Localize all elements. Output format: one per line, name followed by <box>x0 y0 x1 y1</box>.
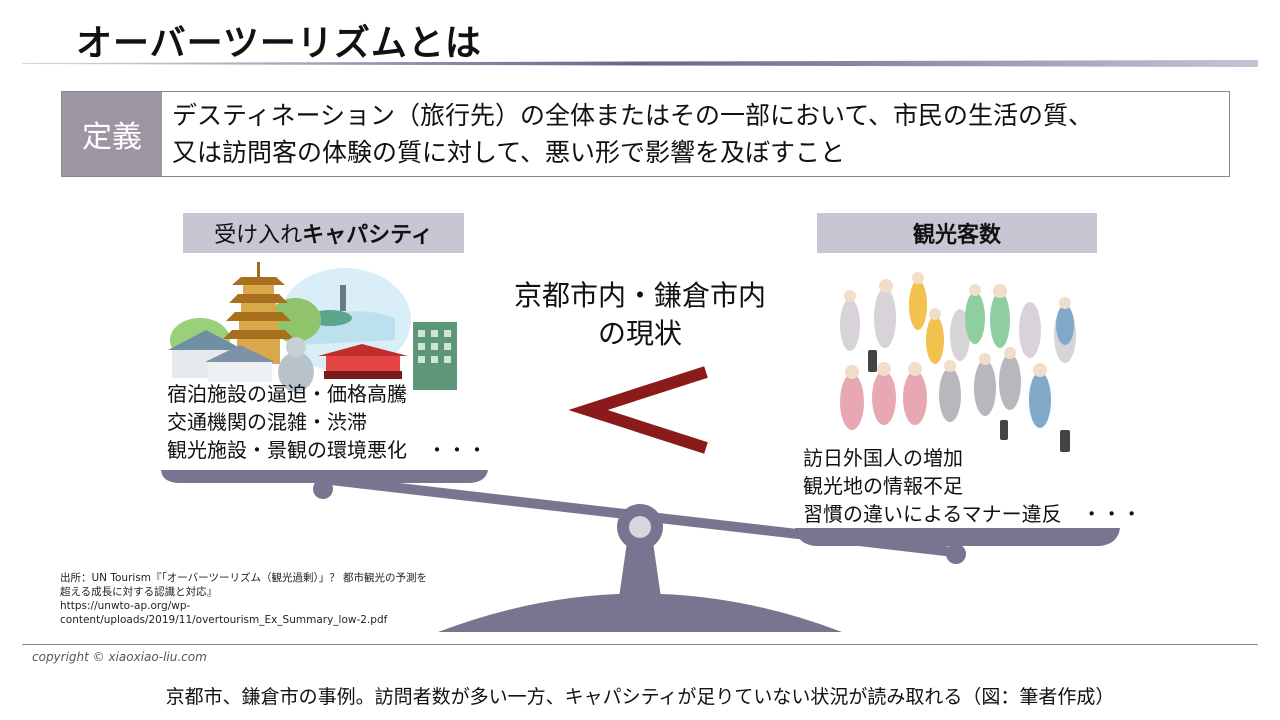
definition-text: デスティネーション（旅行先）の全体またはその一部において、市民の生活の質、 又は… <box>172 97 1093 171</box>
definition-label: 定義 <box>62 92 162 176</box>
definition-line-2: 又は訪問客の体験の質に対して、悪い形で影響を及ぼすこと <box>172 138 846 167</box>
list-item: 訪日外国人の増加 <box>803 446 963 470</box>
source-line: 出所：UN Tourism『「オーバーツーリズム（観光過剰）」？ 都市観光の予測… <box>60 572 428 584</box>
capacity-tag: 受け入れキャパシティ <box>183 213 464 253</box>
capacity-issues-list: 宿泊施設の逼迫・価格高騰 交通機関の混雑・渋滞 観光施設・景観の環境悪化 ・・・ <box>167 380 487 464</box>
capacity-tag-prefix: 受け入れ <box>214 223 303 248</box>
current-situation-line-1: 京都市内・鎌倉市内 <box>513 279 766 312</box>
source-citation: 出所：UN Tourism『「オーバーツーリズム（観光過剰）」？ 都市観光の予測… <box>60 571 427 627</box>
figure-caption: 京都市、鎌倉市の事例。訪問者数が多い一方、キャパシティが足りていない状況が読み取… <box>165 686 1115 708</box>
source-line: 超える成長に対する認識と対応』 <box>60 586 218 598</box>
list-item: 観光施設・景観の環境悪化 ・・・ <box>167 438 487 462</box>
landmarks-illustration <box>168 262 457 392</box>
current-situation-label: 京都市内・鎌倉市内 の現状 <box>480 277 800 353</box>
list-item: 交通機関の混雑・渋滞 <box>167 410 367 434</box>
footer-divider <box>22 644 1258 645</box>
source-line: https://unwto-ap.org/wp- <box>60 600 191 612</box>
less-than-symbol <box>568 366 708 454</box>
tourist-crowd-illustration <box>840 272 1076 452</box>
copyright-notice: copyright © xiaoxiao-liu.com <box>32 650 207 664</box>
page-title: オーバーツーリズムとは <box>76 23 482 64</box>
source-line: content/uploads/2019/11/overtourism_Ex_S… <box>60 614 388 626</box>
list-item: 宿泊施設の逼迫・価格高騰 <box>167 382 407 406</box>
visitors-tag: 観光客数 <box>817 213 1097 253</box>
title-underline <box>22 60 1258 67</box>
capacity-tag-bold: キャパシティ <box>302 223 433 248</box>
definition-line-1: デスティネーション（旅行先）の全体またはその一部において、市民の生活の質、 <box>172 101 1094 130</box>
current-situation-line-2: の現状 <box>597 317 682 350</box>
definition-box: 定義 デスティネーション（旅行先）の全体またはその一部において、市民の生活の質、… <box>61 91 1230 177</box>
list-item: 観光地の情報不足 <box>803 474 963 498</box>
list-item: 習慣の違いによるマナー違反 ・・・ <box>803 502 1142 526</box>
visitor-issues-list: 訪日外国人の増加 観光地の情報不足 習慣の違いによるマナー違反 ・・・ <box>803 444 1142 528</box>
balance-scale <box>161 470 1120 632</box>
